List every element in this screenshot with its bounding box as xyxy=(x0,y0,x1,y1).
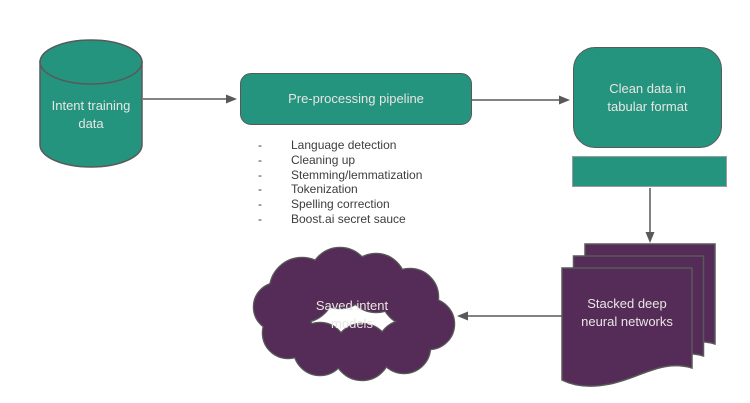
list-bullet: - xyxy=(258,153,262,168)
node-stacked-networks: Stacked deep neural networks xyxy=(577,284,677,342)
step-cleaning-up: Cleaning up xyxy=(291,153,356,168)
list-item: - Boost.ai secret sauce xyxy=(258,211,473,226)
arrow-clean-data-to-stacked xyxy=(645,188,655,243)
cylinder-shape xyxy=(39,39,143,168)
node-buffer-rect xyxy=(572,156,727,187)
step-tokenization: Tokenization xyxy=(291,182,358,197)
pipeline-steps-list: - Language detection - Cleaning up - Ste… xyxy=(258,138,473,226)
list-item: - Spelling correction xyxy=(258,197,473,212)
cloud-shape xyxy=(252,246,456,382)
list-bullet: - xyxy=(258,211,262,226)
list-item: - Tokenization xyxy=(258,182,473,197)
arrow-stacked-to-cloud xyxy=(457,311,562,321)
node-clean-data: Clean data in tabular format xyxy=(573,47,722,148)
list-item: - Language detection xyxy=(258,138,473,153)
list-item: - Stemming/lemmatization xyxy=(258,167,473,182)
step-language-detection: Language detection xyxy=(291,138,397,153)
arrow-pipeline-to-clean-data xyxy=(472,95,570,105)
step-boost-ai-secret-sauce: Boost.ai secret sauce xyxy=(291,211,406,226)
node-intent-training-data: Intent training data xyxy=(51,80,131,150)
node-saved-intent-models: Saved intent models xyxy=(302,290,402,340)
step-spelling-correction: Spelling correction xyxy=(291,197,390,212)
stacked-documents-shape xyxy=(561,243,716,387)
arrow-db-to-pipeline xyxy=(143,94,237,104)
list-bullet: - xyxy=(258,182,262,197)
list-item: - Cleaning up xyxy=(258,153,473,168)
list-bullet: - xyxy=(258,197,262,212)
list-bullet: - xyxy=(258,138,262,153)
list-bullet: - xyxy=(258,167,262,182)
step-stemming-lemmatization: Stemming/lemmatization xyxy=(291,167,423,182)
preprocessing-pipeline-label: Pre-processing pipeline xyxy=(288,91,424,107)
stacked-networks-label: Stacked deep neural networks xyxy=(581,296,673,329)
intent-training-data-label: Intent training data xyxy=(51,98,131,131)
node-preprocessing-pipeline: Pre-processing pipeline xyxy=(240,73,472,125)
clean-data-label: Clean data in tabular format xyxy=(607,80,688,114)
saved-intent-models-label: Saved intent models xyxy=(315,298,389,331)
